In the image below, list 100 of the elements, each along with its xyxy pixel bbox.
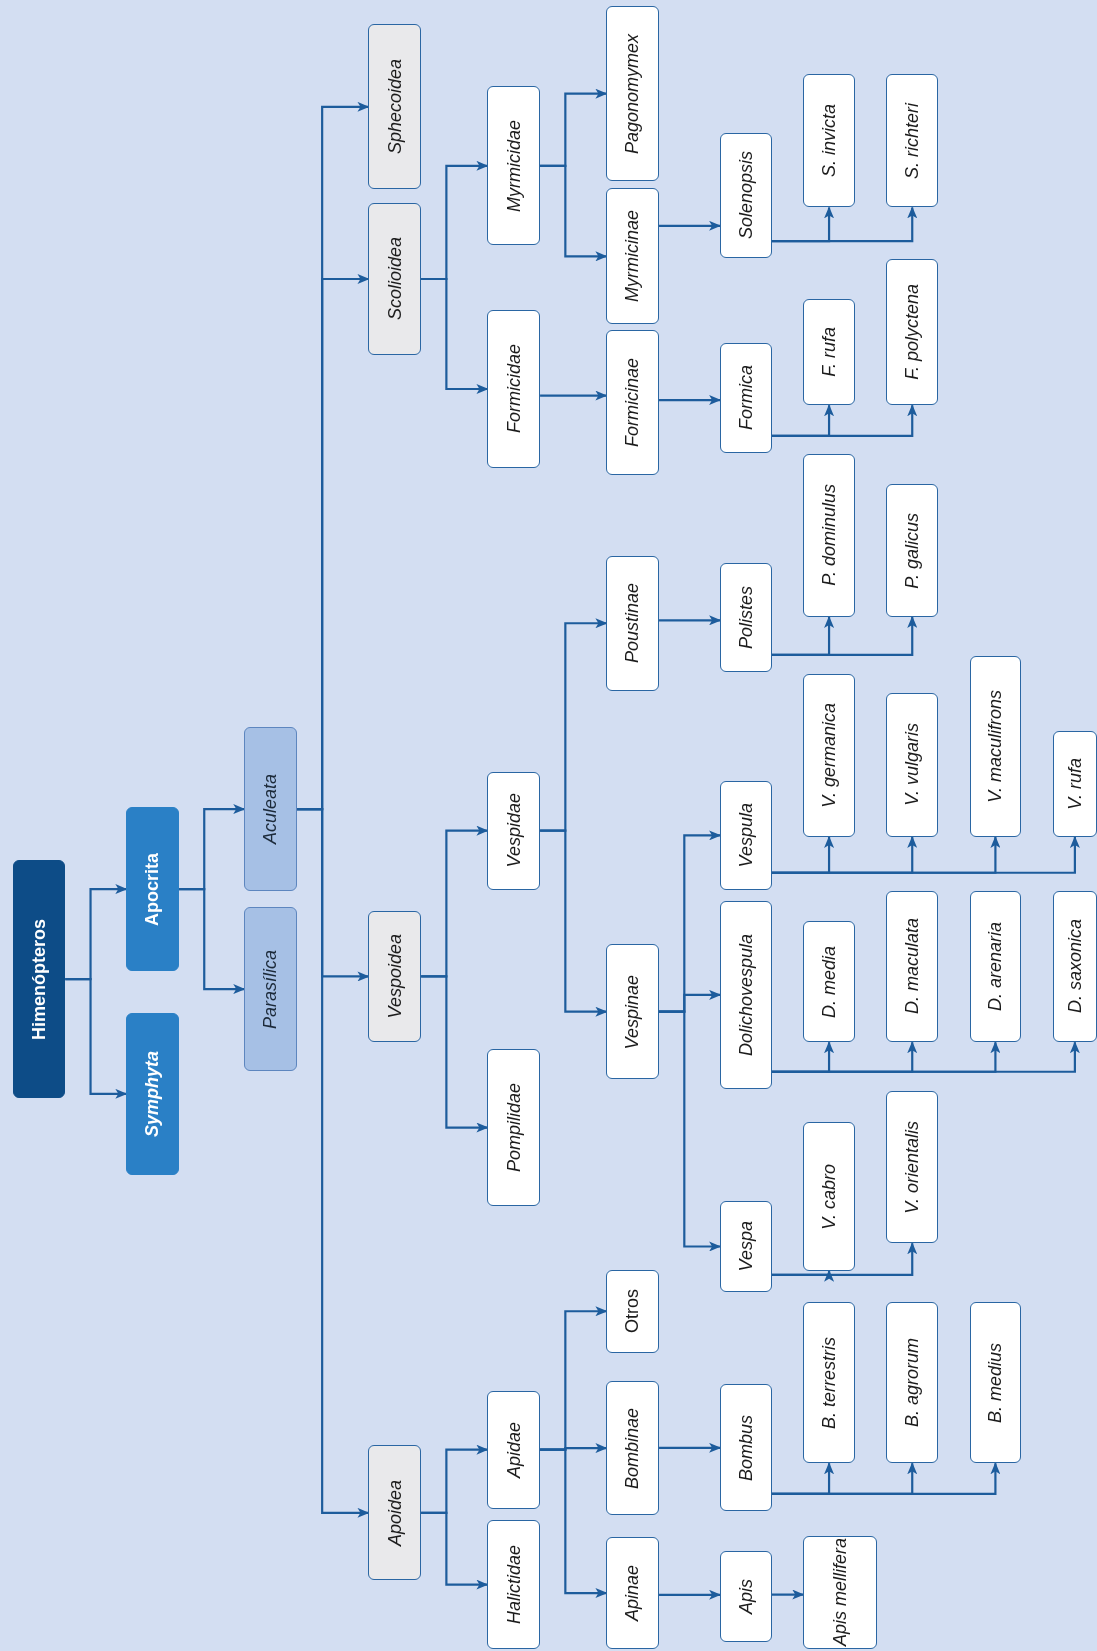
connector-arrow (659, 395, 722, 406)
taxon-box (886, 484, 938, 617)
suborder-box (126, 807, 179, 971)
connector-arrow (540, 164, 608, 262)
connector-arrow (421, 975, 489, 1133)
taxon-box (803, 673, 855, 837)
connector-arrow (771, 1041, 1080, 1073)
taxon-name: B. medius (984, 1342, 1007, 1423)
taxon-name: Pagonomymex (621, 33, 644, 154)
taxon-name: Polistes (734, 585, 757, 649)
taxon-box (886, 1090, 938, 1244)
taxon-name: Scolioidea (383, 237, 406, 321)
taxon-name: D. arenaria (984, 921, 1007, 1011)
taxon-box (720, 1550, 772, 1643)
connector-arrow (421, 1511, 489, 1590)
taxon-box (886, 259, 938, 406)
taxon-name: B. agrorum (900, 1338, 923, 1428)
connector-arrow (771, 615, 918, 656)
taxon-name: Himenópteros (27, 918, 50, 1040)
group-box (244, 907, 297, 1071)
taxon-name: V. germanica (817, 703, 840, 808)
connector-arrow (65, 884, 128, 981)
taxon-name: Pompilidae (502, 1083, 525, 1173)
taxon-name: Apis mellifera (828, 1538, 851, 1647)
taxon-box (606, 6, 659, 182)
taxon-box (1052, 890, 1097, 1043)
taxon-box (487, 771, 541, 890)
taxon-box (720, 901, 772, 1089)
taxon-name: Vespa (734, 1221, 757, 1272)
taxon-box (969, 655, 1022, 837)
connector-arrow (540, 390, 608, 401)
root-box (12, 860, 66, 1099)
taxon-name: Myrmicinae (621, 210, 644, 303)
taxon-name: F. polyctena (900, 284, 923, 380)
superfamily-box (368, 24, 422, 190)
taxon-name: Dolichovespula (734, 933, 757, 1056)
taxon-box (487, 1520, 541, 1649)
taxon-box (606, 1537, 659, 1649)
taxon-box (803, 1536, 877, 1649)
taxon-box (720, 343, 772, 453)
connector-arrow (659, 1010, 722, 1252)
taxon-name: Vespula (734, 803, 757, 868)
taxon-name: Vespinae (621, 974, 644, 1049)
connector-arrow (771, 206, 918, 243)
suborder-box (126, 1012, 179, 1175)
taxon-box (487, 1048, 541, 1207)
taxon-box (803, 453, 855, 617)
connector-arrow (421, 277, 489, 394)
taxon-name: D. maculata (900, 918, 923, 1015)
taxon-box (720, 563, 772, 672)
connector-arrow (659, 1589, 722, 1600)
connector-arrow (771, 835, 1080, 874)
connector-arrow (659, 615, 722, 626)
taxon-name: Poustinae (621, 583, 644, 664)
taxon-name: Solenopsis (734, 151, 757, 240)
taxon-box (606, 1381, 659, 1515)
taxon-box (969, 890, 1022, 1043)
taxon-box (886, 73, 938, 208)
taxon-name: S. richteri (900, 102, 923, 179)
taxon-box (803, 1302, 855, 1464)
taxon-name: V. maculifrons (984, 690, 1007, 803)
taxon-box (1052, 730, 1097, 837)
taxon-name: Myrmicidae (502, 119, 525, 212)
taxon-name: Halictidae (502, 1545, 525, 1625)
taxon-name: Otros (621, 1289, 644, 1334)
taxon-name: V. cabro (817, 1163, 840, 1230)
connector-arrow (178, 804, 246, 891)
taxon-name: V. vulgaris (900, 723, 923, 807)
taxon-name: V. orientalis (900, 1120, 923, 1214)
taxon-name: Bombus (734, 1414, 757, 1481)
taxon-box (606, 188, 659, 325)
connector-arrow (540, 829, 608, 1017)
connector-arrow (771, 1242, 918, 1276)
taxon-box (803, 921, 855, 1043)
taxon-name: D. media (817, 945, 840, 1018)
taxon-box (720, 1384, 772, 1511)
taxon-name: S. invicta (817, 104, 840, 178)
taxon-name: Aculeata (259, 774, 282, 845)
superfamily-box (368, 1445, 422, 1581)
connector-arrow (771, 1589, 805, 1600)
taxon-box (803, 299, 855, 406)
taxon-name: P. dominulus (817, 484, 840, 587)
group-box (244, 727, 297, 891)
taxon-name: Apidae (502, 1421, 525, 1478)
taxon-name: D. saxonica (1063, 919, 1086, 1014)
taxon-box (720, 1201, 772, 1292)
taxon-box (487, 1390, 541, 1509)
taxon-name: Symphyta (141, 1050, 164, 1137)
taxon-name: Vespoidea (383, 934, 406, 1019)
taxon-box (606, 329, 659, 475)
connector-arrow (540, 1448, 608, 1599)
connector-arrow (771, 404, 918, 437)
connector-arrow (659, 1442, 722, 1453)
taxon-box (886, 890, 938, 1043)
taxon-box (886, 1302, 938, 1464)
taxon-name: Formicinae (621, 357, 644, 447)
taxon-name: B. terrestris (817, 1336, 840, 1429)
taxon-name: Apis (734, 1579, 757, 1615)
taxon-box (487, 86, 541, 246)
superfamily-box (368, 203, 422, 355)
